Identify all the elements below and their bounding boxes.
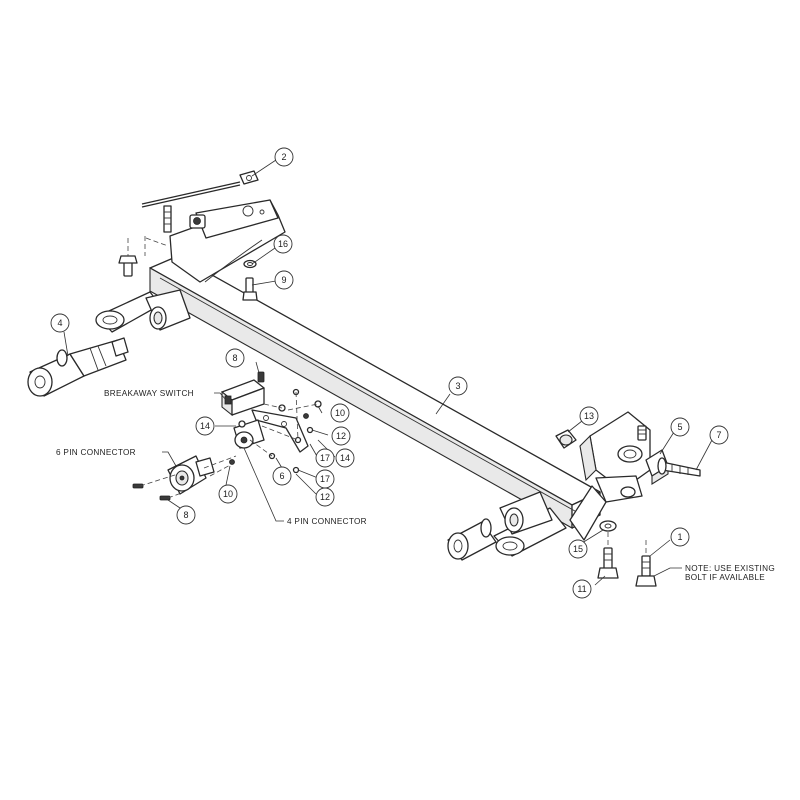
balloon-4: 4 [50,313,70,333]
balloon-2-text: 2 [281,152,286,162]
balloon-7: 7 [709,425,729,445]
breakaway-switch-label: BREAKAWAY SWITCH [104,389,194,398]
assembly-dash-lines [139,236,319,499]
balloon-10-left: 10 [218,484,238,504]
balloon-17-lower: 17 [315,469,335,489]
balloon-10-right: 10 [330,403,350,423]
left-bolt [118,238,138,277]
right-arm [493,491,567,557]
balloon-3-text: 3 [455,381,460,391]
stay-wire-and-nut [141,170,259,208]
balloon-10-right-text: 10 [335,408,345,418]
balloon-14-right: 14 [335,448,355,468]
balloon-4-text: 4 [57,318,62,328]
balloon-12-upper-text: 12 [336,431,346,441]
breakaway-switch-body [221,379,265,417]
balloon-9-text: 9 [281,275,286,285]
balloon-8-top-text: 8 [232,353,237,363]
six-pin-connector-body [167,455,215,495]
washer-15 [599,520,617,532]
nut-13 [555,429,577,449]
balloon-14-right-text: 14 [340,453,350,463]
balloon-14-left: 14 [195,416,215,436]
balloon-12-upper: 12 [331,426,351,446]
balloon-13-text: 13 [584,411,594,421]
left-arm [95,289,191,333]
balloon-8-bottom-text: 8 [183,510,188,520]
balloon-9: 9 [274,270,294,290]
four-pin-connector-label: 4 PIN CONNECTOR [287,517,367,526]
balloon-17-upper-text: 17 [320,453,330,463]
balloon-12-lower-text: 12 [320,492,330,502]
balloon-8-top: 8 [225,348,245,368]
balloon-1: 1 [670,527,690,547]
left-clevis [27,337,129,397]
balloon-17-lower-text: 17 [320,474,330,484]
balloon-13: 13 [579,406,599,426]
balloon-15-text: 15 [573,544,583,554]
right-clevis [447,518,497,561]
balloon-12-lower: 12 [315,487,335,507]
bolt-1 [635,540,657,587]
balloon-11: 11 [572,579,592,599]
left-mounting-bracket [163,199,286,283]
bolt-11 [597,532,619,579]
balloon-7-text: 7 [716,430,721,440]
balloon-5: 5 [670,417,690,437]
balloon-10-left-text: 10 [223,489,233,499]
balloon-6: 6 [272,466,292,486]
balloon-16-text: 16 [278,239,288,249]
balloon-3: 3 [448,376,468,396]
balloon-11-text: 11 [577,584,586,594]
balloon-1-text: 1 [677,532,682,542]
carriage-bolt-7 [657,457,701,477]
balloon-5-text: 5 [677,422,682,432]
washer-and-bolt-left [242,259,258,301]
six-pin-connector-label: 6 PIN CONNECTOR [56,448,136,457]
balloon-15: 15 [568,539,588,559]
balloon-14-left-text: 14 [200,421,210,431]
balloon-16: 16 [273,234,293,254]
balloon-8-bottom: 8 [176,505,196,525]
note-line-2: BOLT IF AVAILABLE [685,573,765,582]
leader-lines [63,159,713,586]
balloon-17-upper: 17 [315,448,335,468]
balloon-2: 2 [274,147,294,167]
main-crossbar [149,255,601,529]
right-mounting-bracket [569,411,651,541]
note-line-1: NOTE: USE EXISTING [685,564,775,573]
balloon-6-text: 6 [279,471,284,481]
